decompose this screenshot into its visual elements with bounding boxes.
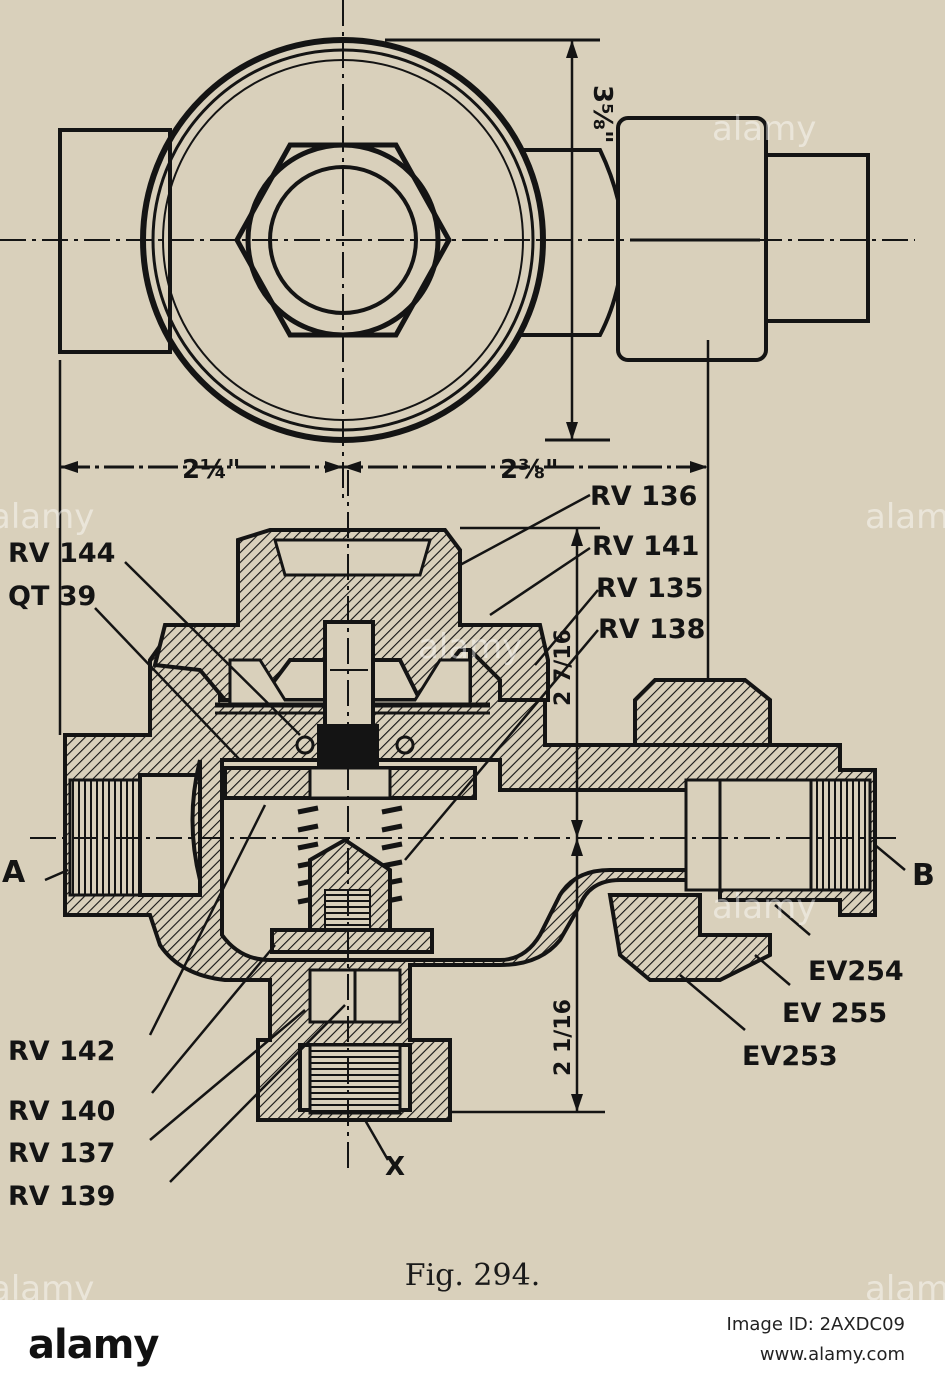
- label-qt39: QT 39: [8, 581, 96, 612]
- dim-top-height: 3⅝": [587, 85, 617, 144]
- brand-logo[interactable]: alamy: [28, 1322, 159, 1368]
- label-b: B: [912, 858, 935, 893]
- site-url[interactable]: www.alamy.com: [759, 1344, 905, 1365]
- watermark-text: alamy: [0, 1269, 94, 1300]
- label-rv138: RV 138: [598, 614, 705, 645]
- leader-lines: [44, 493, 906, 1183]
- label-ev255: EV 255: [782, 998, 887, 1029]
- label-ev253: EV253: [742, 1041, 838, 1072]
- hex-nut: [234, 142, 452, 338]
- dimension-labels: 3⅝" 2¼" 2⅜" 2 7/16 2 1/16: [182, 85, 617, 1076]
- label-ev254: EV254: [808, 956, 904, 987]
- image-id: Image ID: 2AXDC09: [726, 1314, 905, 1335]
- figure-caption: Fig. 294.: [404, 1258, 541, 1293]
- label-rv144: RV 144: [8, 538, 115, 569]
- plug-thread: [308, 1043, 402, 1115]
- union-nut-top: [633, 678, 772, 747]
- label-rv136: RV 136: [590, 481, 697, 512]
- lower-flange: [270, 928, 434, 954]
- dim-upper-height: 2 7/16: [551, 629, 576, 706]
- valve-body: [63, 623, 877, 1122]
- union-nut-bottom: [607, 893, 772, 982]
- plan-view: [0, 0, 915, 760]
- outlet-thread: [808, 778, 872, 892]
- label-rv142: RV 142: [8, 1036, 115, 1067]
- label-rv141: RV 141: [592, 531, 699, 562]
- dim-left-width: 2¼": [182, 455, 241, 485]
- dim-lower-height: 2 1/16: [551, 999, 576, 1076]
- section-view: [30, 470, 900, 1170]
- label-rv137: RV 137: [8, 1138, 115, 1169]
- watermark-text: alamy: [712, 109, 816, 149]
- label-rv139: RV 139: [8, 1181, 115, 1212]
- tail-pipe: [764, 153, 870, 323]
- watermark-text: alamy: [865, 1269, 945, 1300]
- stock-footer: alamy Image ID: 2AXDC09 www.alamy.com: [0, 1300, 945, 1390]
- watermarks: alamy alamy alamy alamy alamy alamy alam…: [0, 109, 945, 1300]
- watermark-text: alamy: [865, 497, 945, 537]
- dim-right-width: 2⅜": [500, 455, 559, 485]
- technical-drawing: 3⅝" 2¼" 2⅜" 2 7/16 2 1/16 RV 136 RV 141 …: [0, 0, 945, 1300]
- label-x: X: [385, 1152, 405, 1182]
- watermark-text: alamy: [0, 497, 94, 537]
- watermark-text: alamy: [712, 887, 816, 927]
- watermark-text: alamy: [418, 627, 522, 667]
- label-rv140: RV 140: [8, 1096, 115, 1127]
- part-labels: RV 136 RV 141 RV 135 RV 138 RV 144 QT 39…: [2, 481, 935, 1212]
- bonnet: [152, 528, 550, 704]
- label-rv135: RV 135: [596, 573, 703, 604]
- label-a: A: [2, 855, 26, 890]
